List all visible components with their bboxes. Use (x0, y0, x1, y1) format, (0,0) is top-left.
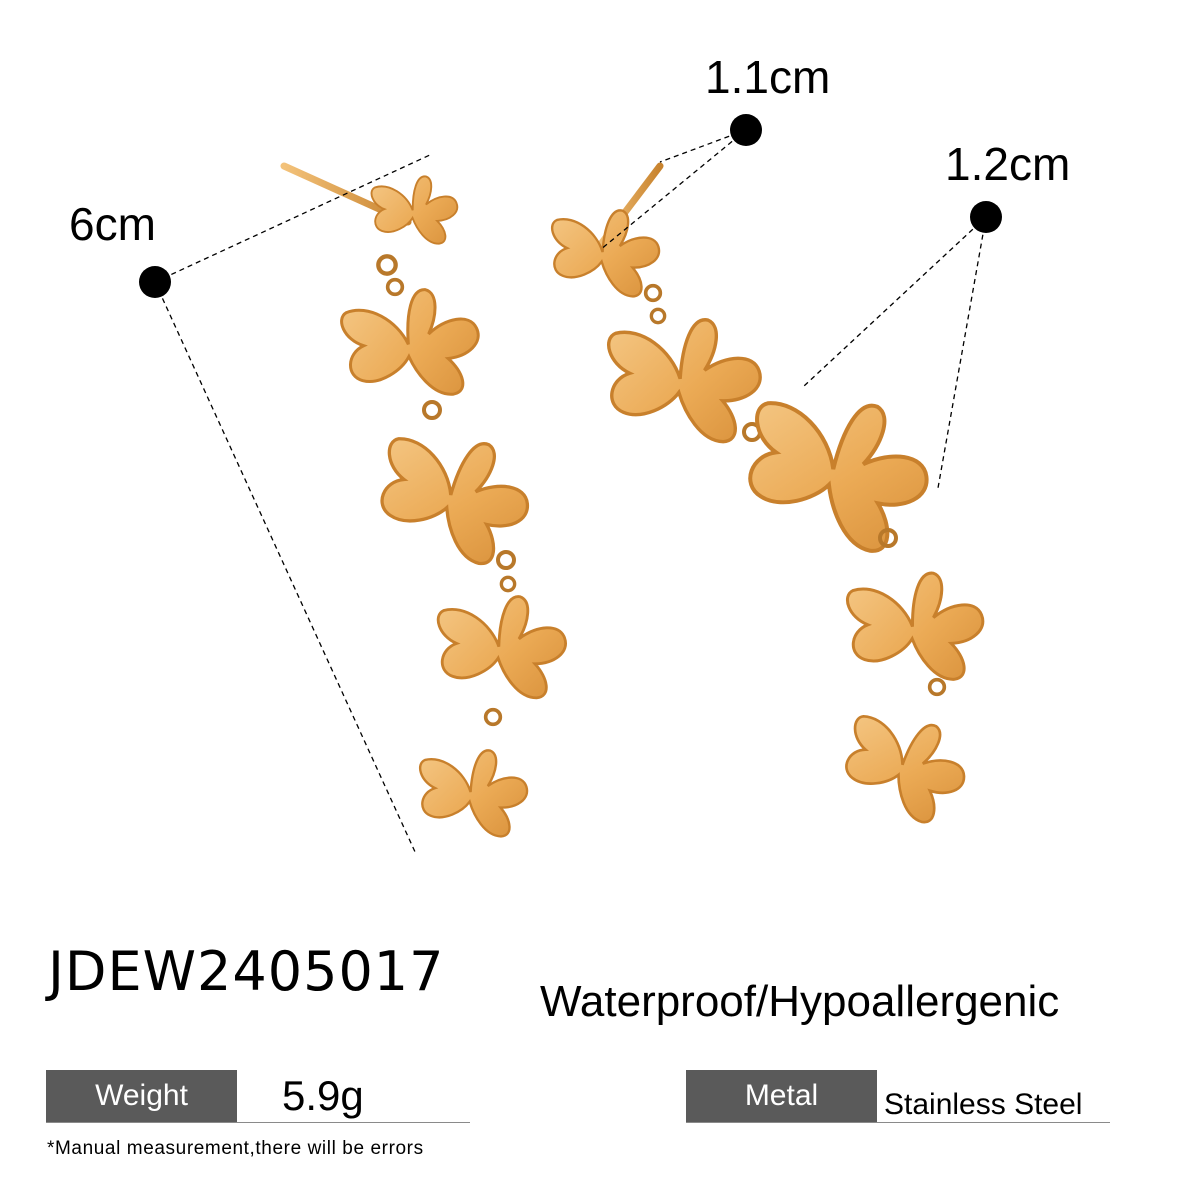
measurement-dot-1-2cm (970, 201, 1002, 233)
product-feature: Waterproof/Hypoallergenic (540, 977, 1060, 1026)
spec-label-metal: Metal (686, 1070, 877, 1122)
product-photo: 6cm 1.1cm 1.2cm (69, 51, 1071, 855)
spec-label-weight: Weight (46, 1070, 237, 1122)
left-earring (280, 162, 573, 844)
measurement-disclaimer: *Manual measurement,there will be errors (47, 1138, 424, 1159)
measurement-1-1cm (599, 129, 747, 251)
spec-row-metal: Metal Stainless Steel (686, 1070, 1110, 1123)
spec-value-weight: 5.9g (282, 1072, 364, 1119)
right-earring (549, 162, 993, 831)
measurement-dot-1-1cm (730, 114, 762, 146)
product-sku: JDEW2405017 (48, 940, 445, 1003)
measurement-label-butterfly-width: 1.2cm (945, 138, 1071, 190)
measurement-1-2cm (803, 216, 987, 489)
measurement-6cm (154, 153, 433, 855)
spec-value-metal: Stainless Steel (884, 1088, 1083, 1121)
spec-row-weight: Weight 5.9g (46, 1070, 470, 1123)
earrings-illustration (139, 114, 1002, 855)
measurement-label-stud-width: 1.1cm (705, 51, 831, 103)
measurement-label-length: 6cm (69, 198, 156, 250)
measurement-dot-6cm (139, 266, 171, 298)
